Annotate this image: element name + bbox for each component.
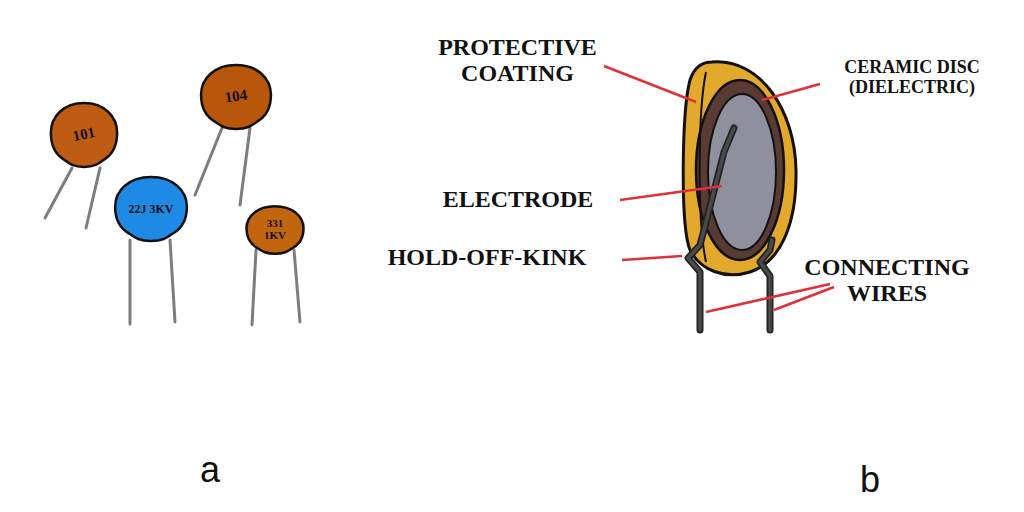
capacitor-marking-holder: 104 [198, 62, 274, 132]
part-label: PROTECTIVE COATING [425, 34, 610, 87]
capacitor-cross-section [683, 62, 796, 330]
panel-letter: a [190, 450, 230, 490]
capacitor-body: 104 [198, 62, 274, 132]
panel-letter: b [850, 460, 890, 500]
capacitor-marking-holder: 22J 3KV [112, 174, 190, 244]
capacitor-marking: 22J 3KV [124, 203, 178, 216]
part-label: ELECTRODE [420, 186, 616, 212]
capacitor-body: 22J 3KV [112, 174, 190, 244]
leader-lines [604, 66, 834, 312]
capacitor-marking: 101 [59, 122, 109, 147]
capacitor-marking-holder: 331 1KV [244, 204, 306, 256]
part-label: HOLD-OFF-KINK [356, 244, 618, 270]
capacitor-body: 331 1KV [244, 204, 306, 256]
capacitor-body: 101 [48, 100, 120, 170]
part-label: CONNECTING WIRES [778, 254, 996, 307]
capacitor-marking: 331 1KV [256, 218, 294, 241]
part-label: CERAMIC DISC (DIELECTRIC) [812, 58, 1012, 98]
capacitor-marking: 104 [209, 86, 263, 109]
capacitor-marking-holder: 101 [48, 100, 120, 170]
